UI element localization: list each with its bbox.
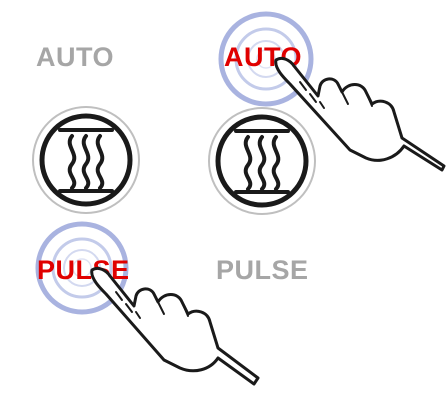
pointing-hand-icon	[276, 58, 444, 170]
pointing-hand-icon	[92, 268, 258, 384]
